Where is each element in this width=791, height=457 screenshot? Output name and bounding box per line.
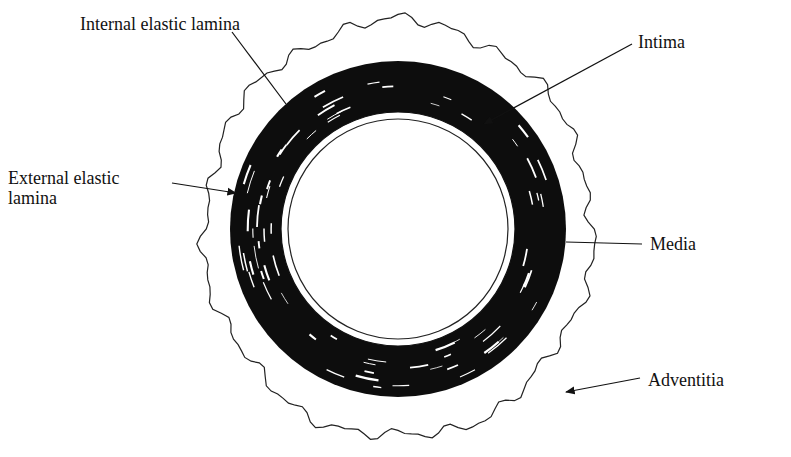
media-streak: [460, 370, 475, 377]
media-streak: [365, 371, 374, 373]
media-streak: [260, 196, 262, 205]
media-streak: [281, 293, 288, 304]
lumen: [288, 119, 508, 339]
label: Adventitia: [648, 370, 724, 390]
label: Media: [650, 234, 696, 254]
media-streak: [244, 253, 248, 271]
media-streak: [447, 365, 458, 369]
media-streaks: [239, 82, 546, 387]
media-streak: [273, 256, 279, 276]
media-streak: [484, 342, 498, 353]
media-streak: [488, 338, 506, 354]
media-streak: [430, 366, 442, 369]
media-streak: [327, 111, 342, 119]
label: Internal elastic lamina: [80, 14, 240, 34]
media-streak: [248, 210, 249, 232]
media-streak: [483, 326, 500, 342]
media-ring: [230, 61, 566, 397]
media-streak: [263, 229, 265, 242]
media-streak: [254, 246, 258, 269]
media-streak: [239, 246, 244, 271]
leader-line: [172, 183, 236, 193]
media-streak: [373, 387, 381, 388]
media-streak: [250, 261, 254, 274]
media-streak: [267, 186, 270, 198]
media-streak: [537, 193, 539, 201]
adventitia-outline: [197, 13, 597, 440]
media-streak: [277, 150, 282, 157]
media-streak: [331, 336, 337, 340]
leader-line: [566, 378, 640, 392]
label: External elastic lamina: [8, 168, 140, 208]
media-streak: [307, 131, 316, 140]
media-streak: [524, 273, 529, 287]
media-streak: [263, 282, 271, 299]
media-streak: [444, 354, 451, 357]
media-streak: [247, 171, 254, 193]
media-streak: [532, 302, 537, 310]
leader-lines: [172, 32, 642, 392]
media-streak: [453, 339, 460, 343]
media-streak: [538, 160, 546, 180]
media-streak: [523, 249, 527, 266]
media-streak: [257, 205, 259, 227]
media-streak: [280, 176, 284, 186]
media-streak: [328, 115, 340, 122]
media-streak: [244, 165, 251, 184]
media-streak: [393, 385, 410, 386]
media-streak: [443, 97, 451, 100]
media-streak: [382, 86, 393, 88]
label: Intima: [638, 32, 685, 52]
media-streak: [513, 139, 518, 146]
media-streak: [356, 376, 379, 381]
media-streak: [287, 130, 300, 145]
media-streak: [252, 229, 253, 238]
media-streak: [410, 365, 428, 368]
media-streak: [529, 191, 532, 205]
media-streak: [462, 114, 472, 120]
media-streak: [270, 223, 272, 234]
leader-line: [232, 32, 286, 104]
media-streak: [475, 329, 486, 338]
media-streak: [327, 370, 345, 378]
media-streak: [431, 103, 440, 106]
media-streak: [258, 241, 261, 248]
media-streak: [318, 105, 335, 115]
leader-line: [484, 44, 632, 124]
media-streak: [368, 359, 386, 362]
media-streak: [315, 91, 326, 97]
media-streak: [541, 194, 544, 207]
leader-line: [566, 242, 642, 244]
media-streak: [527, 158, 536, 177]
media-streak: [368, 82, 380, 84]
media-streak: [436, 342, 455, 350]
media-streak: [364, 362, 376, 365]
media-streak: [519, 125, 528, 137]
media-streak: [310, 334, 316, 339]
media-streak: [261, 271, 264, 279]
media-streak: [264, 265, 269, 280]
intima-ring: [281, 112, 515, 346]
